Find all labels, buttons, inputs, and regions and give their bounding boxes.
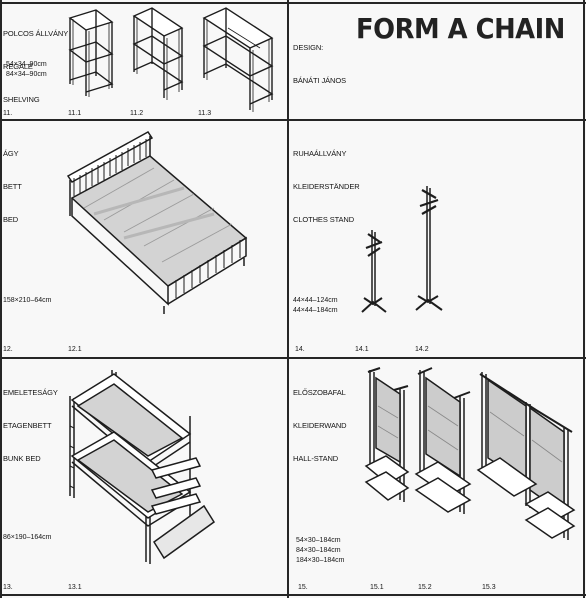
bed-caption-en: BED: [3, 215, 19, 224]
hall-stand-caption: ELŐSZOBAFAL KLEIDERWAND HALL-STAND: [293, 365, 347, 486]
hall-stand-large-drawing: [476, 372, 576, 540]
clothes-stand-caption-de: KLEIDERSTÄNDER: [293, 182, 360, 191]
shelf-unit-large-drawing: [202, 7, 274, 112]
bed-caption-hu: ÁGY: [3, 149, 19, 158]
rule-top: [0, 2, 586, 4]
hall-stand-main-number: 15.: [298, 584, 308, 591]
shelving-item-number-1: 11.1: [68, 110, 82, 117]
bed-main-number: 12.: [3, 346, 13, 353]
bunk-bed-caption-en: BUNK BED: [3, 454, 41, 463]
shelving-main-number: 11.: [3, 110, 13, 117]
hall-stand-dim-1: 54×30–184cm: [296, 537, 341, 544]
bunk-bed-item-number-1: 13.1: [68, 584, 82, 591]
rule-middle: [287, 0, 289, 598]
shelving-caption: POLCOS ÁLLVÁNY REGALE SHELVING: [3, 6, 68, 127]
bunk-bed-main-number: 13.: [3, 584, 13, 591]
shelving-item-number-3: 11.3: [198, 110, 212, 117]
shelving-dim-2: 84×34–90cm: [6, 71, 47, 78]
brand-logo: FORM A CHAIN: [356, 12, 565, 45]
clothes-stand-main-number: 14.: [295, 346, 305, 353]
clothes-stand-item-number-1: 14.1: [355, 346, 369, 353]
rule-right: [583, 0, 585, 598]
hall-stand-dim-3: 184×30–184cm: [296, 557, 345, 564]
clothes-stand-short-drawing: [361, 230, 387, 313]
bunk-bed-drawing: [69, 370, 216, 564]
clothes-stand-caption-hu: RUHAÁLLVÁNY: [293, 149, 347, 158]
hall-stand-dims: 54×30–184cm 84×30–184cm 184×30–184cm: [296, 536, 344, 566]
rule-row2: [0, 357, 586, 359]
clothes-stand-dim-2: 44×44–184cm: [293, 307, 338, 314]
rule-row1: [0, 119, 586, 121]
shelf-unit-small-drawing: [68, 9, 114, 97]
hall-stand-item-number-1: 15.1: [370, 584, 384, 591]
hall-stand-item-number-2: 15.2: [418, 584, 432, 591]
bed-dim-1: 158×210–64cm: [3, 297, 52, 304]
clothes-stand-tall-drawing: [415, 186, 443, 311]
bed-item-number-1: 12.1: [68, 346, 82, 353]
bunk-bed-caption-hu: EMELETESÁGY: [3, 388, 58, 397]
rule-bottom: [0, 594, 586, 596]
design-label: DESIGN:: [293, 43, 324, 52]
hall-stand-caption-de: KLEIDERWAND: [293, 421, 347, 430]
hall-stand-item-number-3: 15.3: [482, 584, 496, 591]
clothes-stand-item-number-2: 14.2: [415, 346, 429, 353]
clothes-stand-caption: RUHAÁLLVÁNY KLEIDERSTÄNDER CLOTHES STAND: [293, 126, 360, 247]
bed-caption: ÁGY BETT BED: [3, 126, 22, 247]
hall-stand-dim-2: 84×30–184cm: [296, 547, 341, 554]
clothes-stand-dim-1: 44×44–124cm: [293, 297, 338, 304]
hall-stand-caption-hu: ELŐSZOBAFAL: [293, 388, 346, 397]
designer-name: BÁNÁTI JÁNOS: [293, 76, 346, 85]
shelving-dim-1: 54×34–90cm: [6, 61, 47, 68]
bed-drawing: [66, 131, 248, 314]
hall-stand-medium-drawing: [414, 367, 472, 514]
shelf-unit-medium-drawing: [132, 7, 184, 100]
shelving-item-number-2: 11.2: [130, 110, 144, 117]
shelving-caption-de: REGALE: [3, 62, 33, 71]
clothes-stand-dims: 44×44–124cm 44×44–184cm: [293, 296, 338, 316]
hall-stand-caption-en: HALL-STAND: [293, 454, 339, 463]
bed-dims: 158×210–64cm: [3, 296, 51, 306]
clothes-stand-caption-en: CLOTHES STAND: [293, 215, 355, 224]
bed-caption-de: BETT: [3, 182, 22, 191]
shelving-caption-hu: POLCOS ÁLLVÁNY: [3, 29, 69, 38]
shelving-dims: 54×34–90cm 84×34–90cm: [6, 60, 47, 80]
rule-left: [0, 0, 2, 598]
hall-stand-small-drawing: [364, 367, 410, 502]
bunk-bed-caption-de: ETAGENBETT: [3, 421, 52, 430]
bunk-bed-caption: EMELETESÁGY ETAGENBETT BUNK BED: [3, 365, 58, 486]
shelving-caption-en: SHELVING: [3, 95, 40, 104]
bunk-bed-dim-1: 86×190–164cm: [3, 534, 52, 541]
bunk-bed-dims: 86×190–164cm: [3, 533, 51, 543]
designer-credit: DESIGN: BÁNÁTI JÁNOS: [293, 20, 346, 108]
